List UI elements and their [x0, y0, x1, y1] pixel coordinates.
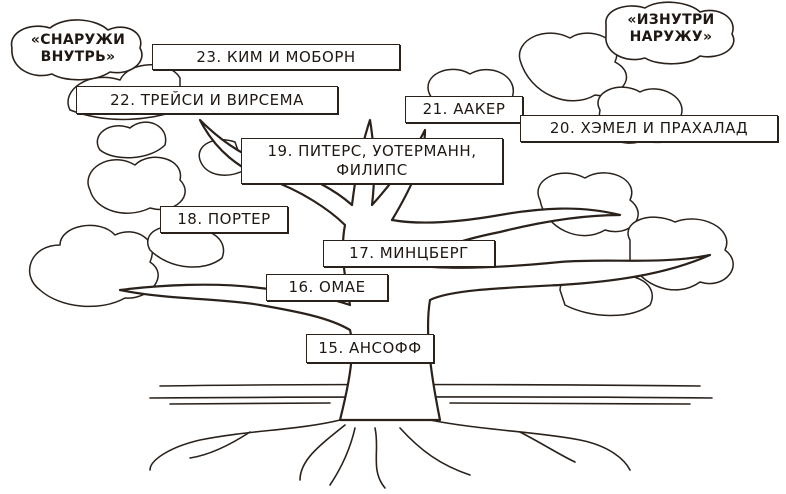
roots [149, 419, 631, 489]
label-15: 15. АНСОФФ [306, 334, 434, 363]
label-18: 18. ПОРТЕР [160, 206, 288, 233]
label-21: 21. ААКЕР [405, 96, 523, 123]
cloud-right-line1: «ИЗНУТРИ [627, 12, 715, 28]
label-17: 17. МИНЦБЕРГ [323, 240, 495, 267]
cloud-left-line1: «СНАРУЖИ [30, 32, 126, 48]
label-22: 22. ТРЕЙСИ И ВИРСЕМА [76, 86, 338, 114]
cloud-left-text: «СНАРУЖИ ВНУТРЬ» [22, 32, 134, 66]
cloud-left-line2: ВНУТРЬ» [40, 49, 116, 65]
speech-clouds [10, 1, 735, 81]
label-19-line1: 19. ПИТЕРС, УОТЕРМАНН, [267, 142, 477, 160]
label-16: 16. ОМАЕ [266, 274, 388, 301]
label-19: 19. ПИТЕРС, УОТЕРМАНН, ФИЛИПС [241, 138, 503, 184]
cloud-right-text: «ИЗНУТРИ НАРУЖУ» [614, 12, 728, 46]
label-23: 23. КИМ И МОБОРН [152, 44, 400, 70]
trunk [118, 118, 712, 422]
label-20: 20. ХЭМЕЛ И ПРАХАЛАД [520, 115, 778, 142]
label-19-line2: ФИЛИПС [336, 161, 408, 179]
cloud-right-line2: НАРУЖУ» [629, 29, 713, 45]
